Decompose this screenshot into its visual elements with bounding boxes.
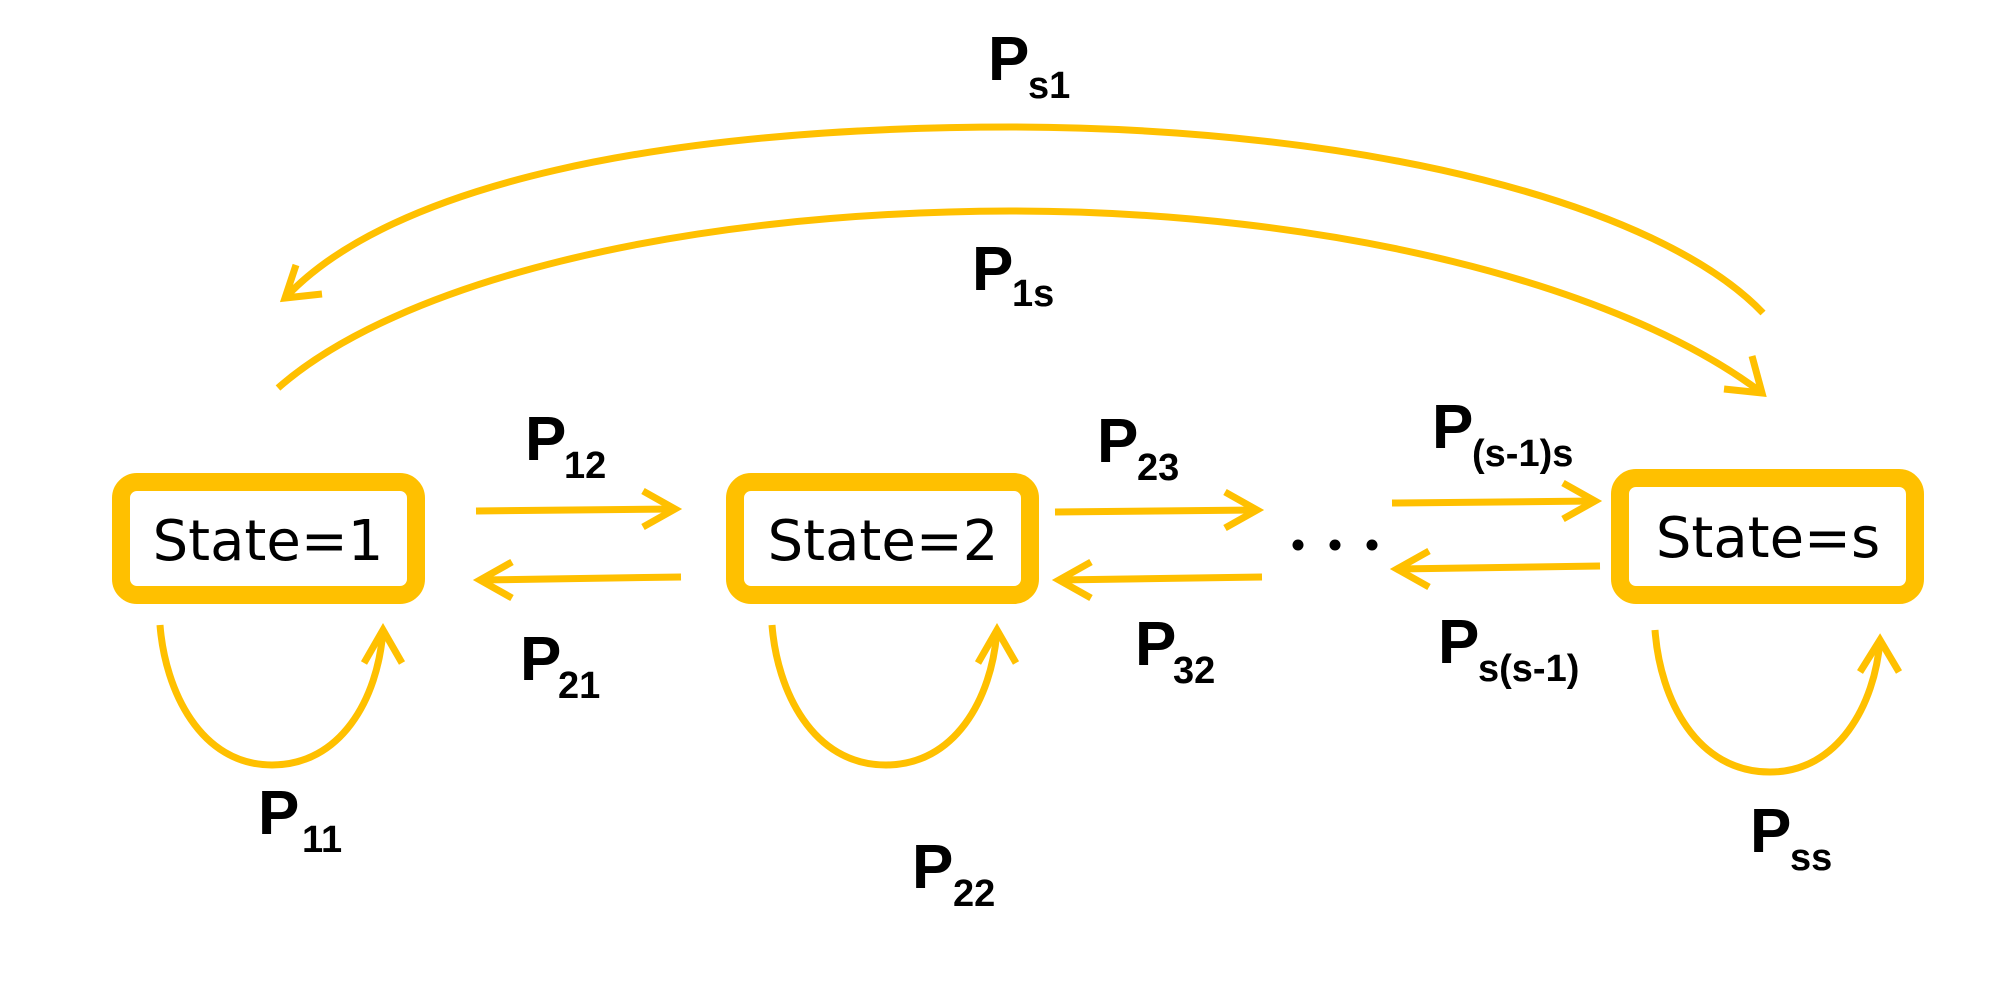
label-p12-main: P xyxy=(525,405,566,474)
label-p12-sub: 12 xyxy=(564,445,606,487)
arc-1-to-s xyxy=(275,207,1767,398)
label-p-s-s1-sub: s(s-1) xyxy=(1478,648,1579,690)
label-p21: P 21 xyxy=(520,625,600,707)
label-p32-main: P xyxy=(1135,610,1176,679)
arrow-3-to-2 xyxy=(1051,558,1263,602)
label-pss-sub: ss xyxy=(1790,837,1832,879)
state-node-1[interactable]: State=1 xyxy=(112,473,425,604)
state-node-2[interactable]: State=2 xyxy=(726,473,1039,604)
arrow-2-to-3 xyxy=(1054,488,1265,532)
label-p11: P 11 xyxy=(258,779,342,861)
ellipsis-dots xyxy=(1292,539,1378,551)
state-label-2: State=2 xyxy=(768,509,999,574)
label-p-s1-s-main: P xyxy=(1432,393,1473,462)
label-p11-sub: 11 xyxy=(302,819,342,861)
label-p32-sub: 32 xyxy=(1173,650,1215,692)
state-box-1 xyxy=(112,473,425,604)
label-ps1-main: P xyxy=(988,25,1029,94)
arrow-1-to-2 xyxy=(475,487,683,531)
arrow-s-to-s1 xyxy=(1389,547,1601,591)
state-label-1: State=1 xyxy=(153,509,384,574)
self-loop-s xyxy=(1651,629,1903,776)
state-box-2 xyxy=(726,473,1039,604)
state-box-s xyxy=(1611,469,1924,604)
label-p22: P 22 xyxy=(912,833,995,915)
label-p-s1-s: P (s-1)s xyxy=(1432,393,1573,475)
self-loop-2 xyxy=(768,622,1020,769)
arc-s-to-1 xyxy=(279,123,1766,316)
label-p21-sub: 21 xyxy=(558,665,600,707)
state-node-s[interactable]: State=s xyxy=(1611,469,1924,604)
self-loop-1 xyxy=(156,622,406,769)
label-p-s-s1-main: P xyxy=(1438,608,1479,677)
label-p22-sub: 22 xyxy=(953,873,995,915)
label-pss-main: P xyxy=(1750,797,1791,866)
label-p11-main: P xyxy=(258,779,299,848)
label-p23-main: P xyxy=(1097,407,1138,476)
label-p1s-main: P xyxy=(972,235,1013,304)
label-p1s: P 1s xyxy=(972,235,1054,315)
label-pss: P ss xyxy=(1750,797,1832,879)
label-p22-main: P xyxy=(912,833,953,902)
label-p23: P 23 xyxy=(1097,407,1179,489)
label-p12: P 12 xyxy=(525,405,606,487)
label-ps1: P s1 xyxy=(988,25,1070,107)
label-p-s1-s-sub: (s-1)s xyxy=(1472,433,1573,475)
label-p23-sub: 23 xyxy=(1137,447,1179,489)
label-p32: P 32 xyxy=(1135,610,1215,692)
arrow-s1-to-s xyxy=(1391,479,1603,523)
label-ps1-sub: s1 xyxy=(1028,65,1070,107)
label-p1s-sub: 1s xyxy=(1012,273,1054,315)
label-p21-main: P xyxy=(520,625,561,694)
arrow-2-to-1 xyxy=(472,558,682,602)
label-p-s-s1: P s(s-1) xyxy=(1438,608,1579,690)
state-label-s: State=s xyxy=(1656,506,1880,571)
